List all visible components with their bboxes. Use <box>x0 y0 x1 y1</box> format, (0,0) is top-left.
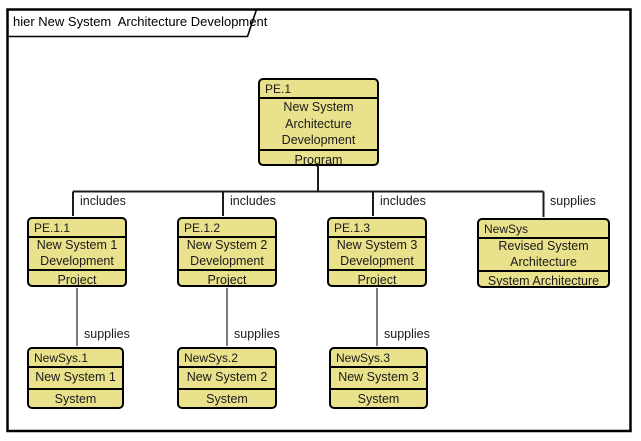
edge-label-supplies: supplies <box>384 327 430 341</box>
diagram-frame-border <box>6 8 632 433</box>
node-header: PE.1.3 <box>329 219 425 238</box>
node-body-line: New System 1 <box>36 238 118 252</box>
node-newsys-1[interactable]: NewSys.1 New System 1 System <box>27 347 124 409</box>
node-type-label: System Architecture <box>479 270 608 289</box>
edge-label-supplies: supplies <box>234 327 280 341</box>
node-body: New System 3 <box>331 368 426 388</box>
node-body-line: Architecture <box>285 116 352 131</box>
diagram-title: hier New System Architecture Development <box>13 14 268 29</box>
node-body: New System Architecture Development <box>260 99 377 149</box>
edge-label-includes: includes <box>80 194 126 208</box>
node-body: New System 2 <box>179 368 275 388</box>
node-body-line: New System 3 <box>336 238 418 252</box>
node-body-line: Development <box>190 253 264 268</box>
node-body-line: Development <box>281 133 356 147</box>
edge-label-includes: includes <box>230 194 276 208</box>
node-header: NewSys.3 <box>331 349 426 368</box>
node-body-line: Revised System <box>498 239 589 253</box>
edge-label-supplies: supplies <box>84 327 130 341</box>
node-body-line: New System 3 <box>338 370 419 385</box>
node-header: PE.1 <box>260 80 377 99</box>
edge-label-supplies: supplies <box>550 194 596 208</box>
node-pe1-3[interactable]: PE.1.3 New System 3 Development Project <box>327 217 427 287</box>
node-body: New System 2 Development <box>179 238 275 269</box>
node-header: NewSys.2 <box>179 349 275 368</box>
node-type-label: Project <box>29 269 125 288</box>
node-body-line: New System 2 <box>186 238 268 252</box>
node-pe1[interactable]: PE.1 New System Architecture Development… <box>258 78 379 168</box>
node-body: Revised System Architecture <box>479 239 608 270</box>
node-type-label: Program <box>260 148 377 168</box>
node-header: NewSys.1 <box>29 349 122 368</box>
node-type-label: Project <box>179 269 275 288</box>
edge-label-includes: includes <box>380 194 426 208</box>
node-header: NewSys <box>479 220 608 239</box>
node-newsys-2[interactable]: NewSys.2 New System 2 System <box>177 347 277 409</box>
node-type-label: System <box>179 388 275 407</box>
node-body: New System 3 Development <box>329 238 425 269</box>
node-body-line: New System 1 <box>35 370 116 385</box>
node-header: PE.1.1 <box>29 219 125 238</box>
node-type-label: Project <box>329 269 425 288</box>
node-type-label: System <box>331 388 426 407</box>
node-body-line: New System <box>283 100 354 114</box>
node-body: New System 1 Development <box>29 238 125 269</box>
title-tab-outline <box>8 9 258 38</box>
node-body-line: Development <box>340 253 414 268</box>
node-body-line: Architecture <box>510 254 577 269</box>
node-body-line: New System 2 <box>186 370 268 385</box>
node-newsys[interactable]: NewSys Revised System Architecture Syste… <box>477 218 610 288</box>
node-pe1-1[interactable]: PE.1.1 New System 1 Development Project <box>27 217 127 287</box>
node-body: New System 1 <box>29 368 122 388</box>
node-header: PE.1.2 <box>179 219 275 238</box>
node-type-label: System <box>29 388 122 407</box>
node-pe1-2[interactable]: PE.1.2 New System 2 Development Project <box>177 217 277 287</box>
node-body-line: Development <box>40 253 114 268</box>
edge-pe1-tree[interactable] <box>72 166 545 217</box>
node-newsys-3[interactable]: NewSys.3 New System 3 System <box>329 347 428 409</box>
